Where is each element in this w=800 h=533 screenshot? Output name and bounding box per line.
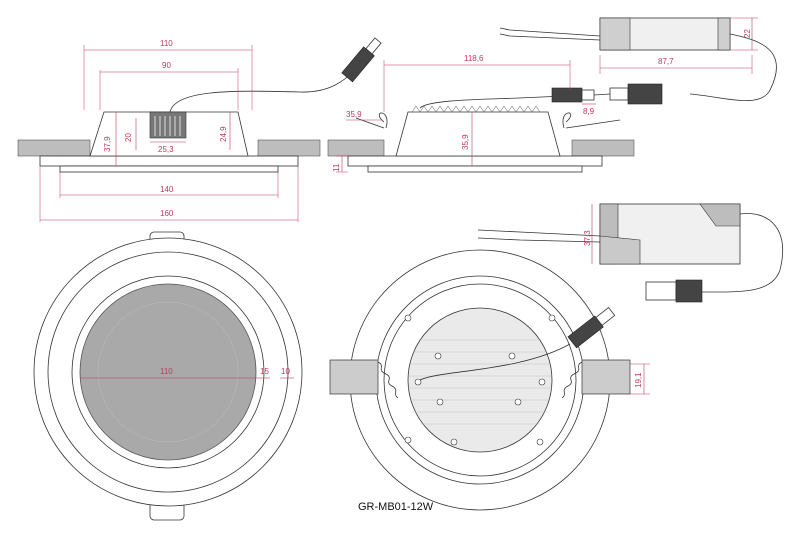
dim-body-height: 24,9 — [219, 126, 228, 142]
dim-driver-length: 87,7 — [658, 57, 674, 66]
connector-right — [551, 83, 663, 105]
connector-left — [341, 37, 382, 83]
dim-bracket-height: 20 — [124, 133, 133, 142]
flange — [39, 155, 299, 167]
dim-clip-width: 25,3 — [158, 145, 174, 154]
dim-inner-width: 90 — [162, 61, 171, 70]
ceiling-left-2 — [327, 139, 385, 157]
cable-right — [419, 95, 561, 109]
dim-spring-height: 19,1 — [634, 372, 643, 388]
model-label: GR-MB01-12W — [358, 501, 434, 513]
dim-total-height: 37,9 — [103, 136, 112, 152]
ceiling-left — [17, 139, 91, 157]
dim-connector-width: 8,9 — [583, 107, 595, 116]
dim-bottom-width: 140 — [160, 185, 174, 194]
dim-panel-diameter: 110 — [160, 367, 173, 376]
front-view: 110 15 10 — [33, 231, 303, 521]
dim-rim-width: 10 — [281, 367, 290, 376]
driver-side: 37,3 — [477, 203, 783, 303]
dim-angle-offset: 35,9 — [346, 110, 362, 119]
spring-left — [329, 359, 379, 395]
front-panel — [79, 283, 257, 461]
lens — [59, 165, 279, 173]
side-view-right: 118,6 35,9 11 35,9 8,9 — [327, 54, 663, 173]
dim-top-width: 110 — [160, 39, 173, 48]
dim-ring-width: 15 — [260, 367, 269, 376]
cable-left — [169, 69, 356, 113]
dim-cable-length: 118,6 — [464, 54, 484, 63]
back-view: 19,1 — [329, 249, 650, 511]
dim-ceiling-thickness: 11 — [332, 163, 341, 172]
dim-driver-height: 22 — [743, 29, 752, 38]
ceiling-right — [257, 139, 321, 157]
dim-driver-side-height: 37,3 — [583, 230, 592, 246]
spring-right — [581, 359, 631, 395]
dim-height-right: 35,9 — [461, 134, 470, 150]
dim-flange-width: 160 — [160, 209, 174, 218]
driver-top: 87,7 22 — [499, 17, 777, 102]
housing-body-2 — [395, 111, 561, 157]
side-view-left: 110 90 140 160 37,9 20 24,9 25,3 — [17, 37, 382, 222]
ceiling-right-2 — [571, 139, 635, 157]
